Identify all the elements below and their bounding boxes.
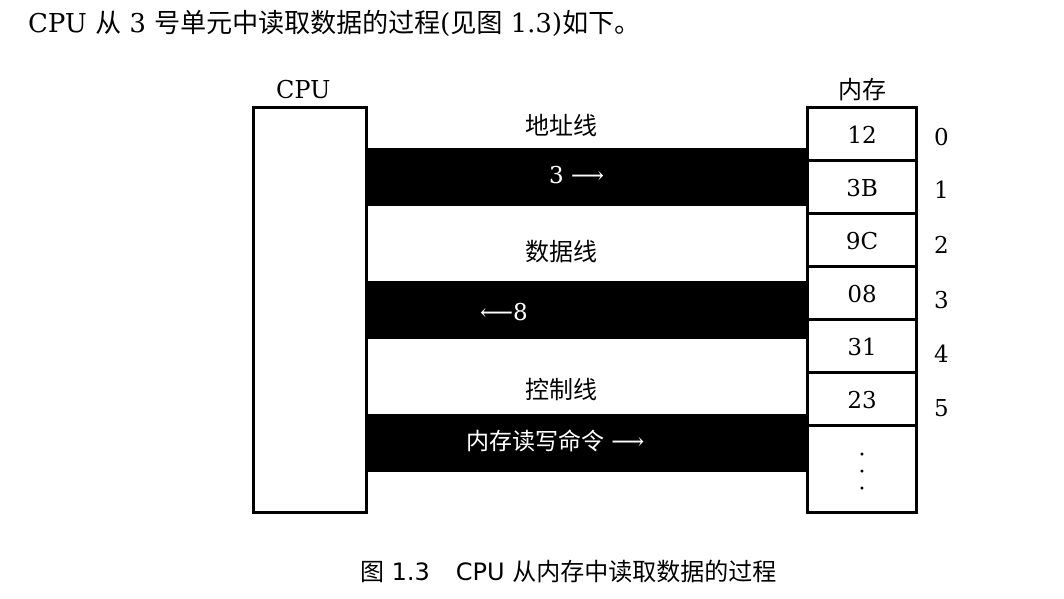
address-bus: 3 ⟶ bbox=[368, 148, 808, 206]
memory-cell-value: 23 bbox=[847, 388, 877, 414]
figure-number: 图 1.3 bbox=[360, 558, 430, 586]
memory-address: 0 bbox=[934, 125, 949, 151]
memory-address: 5 bbox=[934, 396, 949, 422]
memory-address: 2 bbox=[934, 233, 949, 259]
memory-cell: 08 bbox=[809, 268, 915, 321]
memory-address: 1 bbox=[934, 178, 949, 204]
memory-cell: 23 bbox=[809, 374, 915, 427]
memory-cell: 9C bbox=[809, 215, 915, 268]
memory-cell-value: 08 bbox=[847, 282, 877, 308]
memory-block: 12 3B 9C 08 31 23 · · · bbox=[806, 106, 918, 514]
control-bus-label: 控制线 bbox=[525, 376, 597, 404]
intro-paragraph: CPU 从 3 号单元中读取数据的过程(见图 1.3)如下。 bbox=[28, 9, 641, 39]
memory-ellipsis-dot: · bbox=[858, 460, 866, 485]
address-bus-value: 3 ⟶ bbox=[549, 163, 604, 189]
control-bus: 内存读写命令 ⟶ bbox=[368, 414, 808, 472]
memory-label: 内存 bbox=[838, 76, 886, 104]
control-bus-value: 内存读写命令 ⟶ bbox=[466, 429, 645, 455]
memory-cell-value: 3B bbox=[846, 176, 878, 202]
data-bus-value: ⟵8 bbox=[480, 300, 528, 326]
cpu-box bbox=[252, 106, 368, 514]
memory-cell: 12 bbox=[809, 109, 915, 162]
memory-cell-value: 31 bbox=[847, 335, 877, 361]
memory-cell: 3B bbox=[809, 162, 915, 215]
cpu-label: CPU bbox=[276, 76, 331, 104]
figure-caption: 图 1.3 CPU 从内存中读取数据的过程 bbox=[360, 557, 776, 587]
memory-cell-value: 12 bbox=[847, 123, 877, 149]
memory-ellipsis-dot: · bbox=[858, 443, 866, 468]
memory-address: 4 bbox=[934, 342, 949, 368]
memory-address: 3 bbox=[934, 288, 949, 314]
memory-cell-value: 9C bbox=[845, 229, 879, 255]
figure-title: CPU 从内存中读取数据的过程 bbox=[455, 558, 777, 586]
data-bus-label: 数据线 bbox=[525, 238, 597, 266]
data-bus: ⟵8 bbox=[368, 281, 808, 339]
address-bus-label: 地址线 bbox=[525, 112, 597, 140]
memory-cell: 31 bbox=[809, 321, 915, 374]
memory-ellipsis-dot: · bbox=[858, 477, 866, 502]
